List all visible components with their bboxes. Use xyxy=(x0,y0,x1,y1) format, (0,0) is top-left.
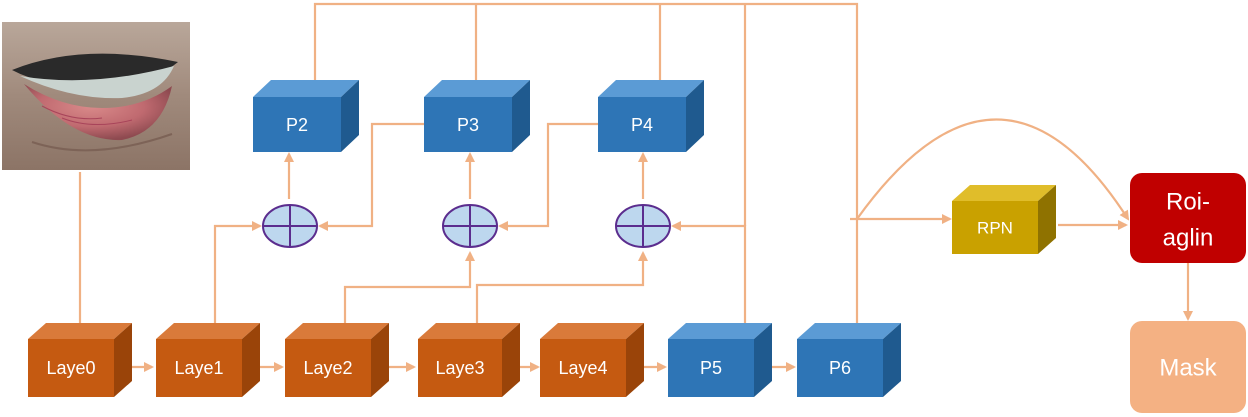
connector-layer2-adder2 xyxy=(343,251,475,323)
block-layer2: Laye2 xyxy=(285,323,389,397)
block-layer4: Laye4 xyxy=(540,323,644,397)
block-roialign-label-line2: aglin xyxy=(1163,224,1214,251)
block-layer1-label: Laye1 xyxy=(174,358,223,378)
block-layer0-label: Laye0 xyxy=(46,358,95,378)
block-mask-label: Mask xyxy=(1159,354,1217,381)
block-layer3-label: Laye3 xyxy=(435,358,484,378)
block-layer0: Laye0 xyxy=(28,323,132,397)
adder-3 xyxy=(615,204,671,248)
block-layer4-label: Laye4 xyxy=(558,358,607,378)
block-p3-label: P3 xyxy=(457,115,479,135)
block-layer2-label: Laye2 xyxy=(303,358,352,378)
connector-p4-adder2 xyxy=(498,122,598,231)
connector-layer3-adder3 xyxy=(475,251,648,323)
block-p2-label: P2 xyxy=(286,115,308,135)
block-p5: P5 xyxy=(668,323,772,397)
block-p4-label: P4 xyxy=(631,115,653,135)
block-mask: Mask xyxy=(1130,321,1246,413)
connector-bus-roialign xyxy=(856,118,1130,221)
block-roialign-label-line1: Roi- xyxy=(1166,188,1210,215)
block-rpn-label: RPN xyxy=(977,218,1013,237)
block-p3: P3 xyxy=(424,80,530,152)
block-p6: P6 xyxy=(797,323,901,397)
block-layer1: Laye1 xyxy=(156,323,260,397)
block-p4: P4 xyxy=(598,80,704,152)
block-p6-label: P6 xyxy=(829,358,851,378)
connector-layer1-adder1 xyxy=(213,221,262,323)
connector-p5-adder3 xyxy=(671,221,747,323)
block-layer3: Laye3 xyxy=(418,323,520,397)
connector-p3-adder1 xyxy=(318,122,424,231)
adder-2 xyxy=(442,204,498,248)
block-p5-label: P5 xyxy=(700,358,722,378)
adder-1 xyxy=(262,204,318,248)
block-roialign: Roi- aglin xyxy=(1130,173,1246,263)
connector-top-bus xyxy=(313,2,859,323)
eyelid-photo xyxy=(2,22,190,170)
block-p2: P2 xyxy=(253,80,359,152)
block-rpn: RPN xyxy=(952,185,1056,254)
eyelid-photo-image xyxy=(2,22,190,170)
